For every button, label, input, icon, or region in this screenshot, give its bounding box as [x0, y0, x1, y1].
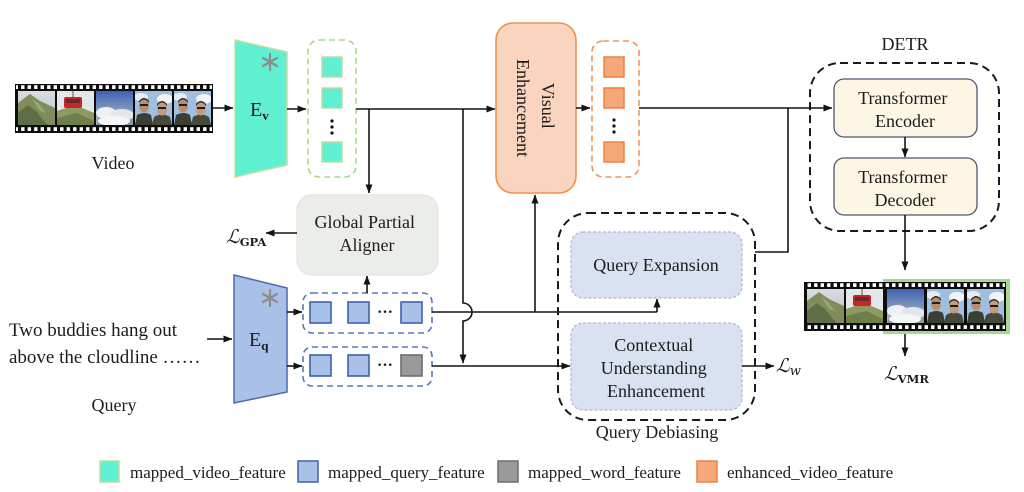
legend-label: mapped_query_feature — [328, 463, 485, 482]
loss-w: ℒw — [776, 355, 801, 379]
label-line: Contextual — [614, 335, 693, 355]
label-line: Global Partial — [315, 212, 415, 232]
query-expansion-label: Query Expansion — [593, 255, 718, 275]
label-line: Decoder — [875, 190, 936, 210]
query-debiasing-group — [557, 212, 756, 421]
legend-swatch — [297, 460, 319, 483]
legend-swatch — [696, 460, 718, 483]
label-line: Visual — [538, 83, 558, 129]
loss-subscript: GPA — [240, 235, 268, 249]
visual-enhancement — [495, 22, 577, 194]
label-line: Understanding — [601, 358, 707, 378]
query-label: Query — [92, 395, 137, 415]
label-line: Aligner — [340, 235, 395, 255]
legend-swatch — [99, 460, 120, 483]
video-frame — [807, 289, 844, 323]
vertical-ellipsis-icon — [612, 118, 616, 134]
video-frame — [174, 91, 211, 125]
query-encoder-label: Eq — [249, 329, 269, 353]
query-text-line: Two buddies hang out — [9, 320, 178, 341]
video-frame — [967, 289, 1004, 323]
arrow-video-features-to-contextual — [459, 109, 473, 364]
video-feature-token — [321, 56, 343, 78]
filmstrip-sprockets-bottom — [16, 126, 212, 132]
vertical-ellipsis-icon — [330, 119, 334, 135]
video-frame — [846, 289, 883, 323]
global-partial-aligner-label: Global Partial Aligner — [315, 212, 420, 255]
output-video-filmstrip — [804, 279, 1010, 334]
connectors — [207, 104, 909, 370]
video-feature-token — [321, 141, 343, 163]
loss-vmr: ℒVMR — [884, 363, 929, 386]
filmstrip-sprockets-top — [16, 84, 212, 90]
visual-enhancement-label: Visual Enhancement — [513, 59, 558, 157]
filmstrip-sprockets-top — [805, 282, 1005, 288]
detr-label: DETR — [882, 34, 929, 54]
video-frame — [18, 91, 55, 125]
video-frame — [96, 91, 133, 125]
loss-gpa: ℒGPA — [226, 226, 267, 249]
ellipsis: ··· — [377, 304, 393, 321]
loss-symbol: ℒ — [884, 363, 899, 385]
legend-swatch — [497, 460, 519, 483]
transformer-decoder-label: Transformer Decoder — [858, 167, 952, 210]
filmstrip-sprockets-bottom — [805, 324, 1005, 330]
query-feature-token — [347, 301, 370, 324]
enhanced-feature-token — [603, 87, 625, 109]
query-encoder-subscript: q — [261, 338, 269, 353]
query-text: Two buddies hang out above the cloudline… — [9, 320, 201, 368]
loss-symbol: ℒ — [226, 226, 241, 248]
query-feature-token — [309, 354, 332, 377]
enhanced-feature-token — [603, 141, 625, 163]
query-expansion — [570, 231, 743, 299]
snowflake-icon — [261, 52, 279, 72]
video-encoder-symbol: E — [250, 99, 262, 121]
label-line: Transformer — [858, 88, 947, 108]
label-line: Enhancement — [513, 59, 533, 157]
video-frame — [57, 91, 94, 125]
query-feature-token — [400, 301, 423, 324]
line-debiasing-to-detr — [755, 108, 789, 253]
label-line: Enhancement — [607, 381, 705, 401]
video-encoder-label: Ev — [250, 99, 269, 123]
video-encoder — [234, 39, 288, 178]
contextual-understanding-label: Contextual Understanding Enhancement — [601, 335, 711, 401]
ellipsis: ··· — [377, 357, 393, 374]
legend-label: enhanced_video_feature — [727, 463, 893, 482]
enhanced-feature-group — [591, 40, 640, 178]
query-feature-token — [309, 301, 332, 324]
video-frame — [927, 289, 964, 323]
query-encoder — [233, 274, 288, 404]
legend-label: mapped_word_feature — [528, 463, 681, 482]
loss-subscript: w — [790, 364, 801, 379]
label-line: Encoder — [875, 111, 935, 131]
loss-subscript: VMR — [897, 372, 930, 386]
video-feature-token — [321, 87, 343, 109]
snowflake-icon — [261, 288, 279, 308]
query-feature-token — [347, 354, 370, 377]
enhanced-feature-token — [603, 56, 625, 78]
video-label: Video — [92, 153, 135, 173]
input-video-filmstrip — [15, 84, 213, 133]
label-line: Transformer — [858, 167, 947, 187]
legend-label: mapped_video_feature — [130, 463, 286, 482]
query-text-line: above the cloudline …… — [9, 347, 201, 368]
global-partial-aligner — [296, 194, 439, 276]
query-encoder-symbol: E — [249, 329, 261, 351]
video-encoder-subscript: v — [262, 108, 269, 123]
legend: mapped_video_feature mapped_query_featur… — [99, 460, 893, 483]
video-frame — [135, 91, 172, 125]
transformer-encoder-label: Transformer Encoder — [858, 88, 952, 131]
loss-symbol: ℒ — [776, 355, 791, 377]
word-feature-token — [400, 354, 423, 377]
query-debiasing-label: Query Debiasing — [596, 422, 718, 442]
video-frame — [887, 289, 924, 323]
